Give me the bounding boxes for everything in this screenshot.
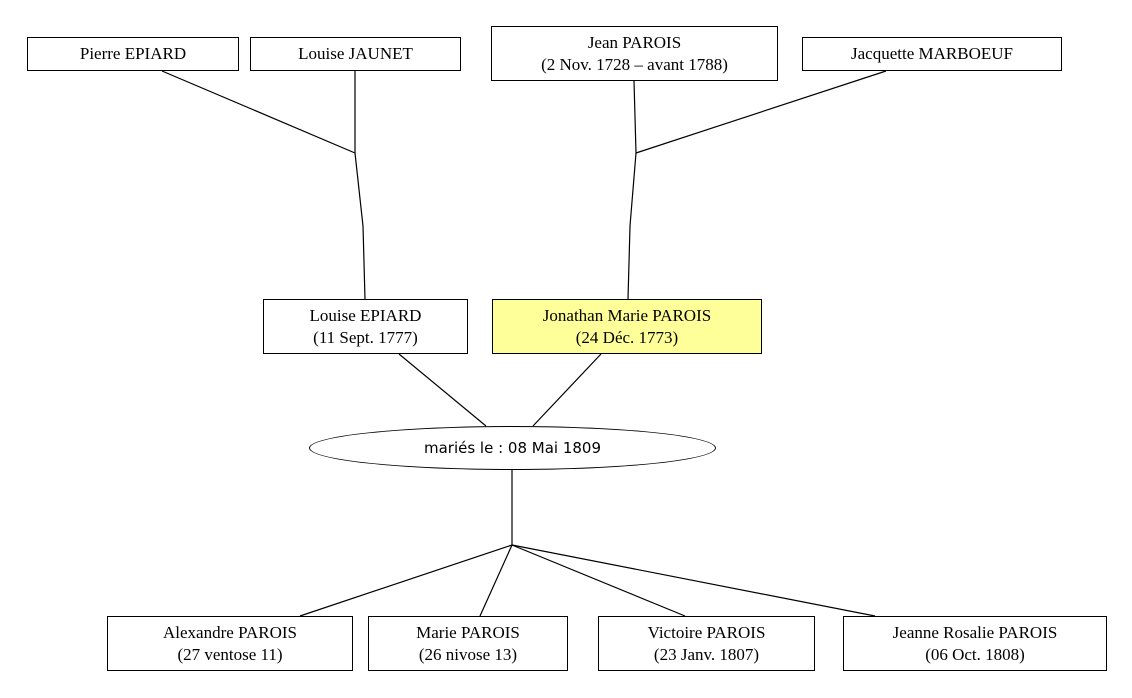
person-box-alexandre-parois: Alexandre PAROIS (27 ventose 11) [107, 616, 353, 671]
person-name: Louise EPIARD [309, 305, 422, 325]
person-box-jacquette-marboeuf: Jacquette MARBOEUF [802, 37, 1062, 71]
connector-jacquette-marboeuf [635, 70, 887, 154]
person-name: Jonathan Marie PAROIS [542, 305, 712, 325]
person-name: Alexandre PAROIS [163, 622, 297, 642]
person-name: Jean PAROIS [587, 32, 682, 52]
connector-marie [479, 544, 513, 617]
marriage-label: mariés le : 08 Mai 1809 [423, 439, 602, 457]
person-name: Louise JAUNET [298, 44, 413, 63]
person-box-marie-parois: Marie PAROIS (26 nivose 13) [368, 616, 568, 671]
connector-parois-union [627, 152, 637, 300]
person-name: Jacquette MARBOEUF [851, 44, 1013, 63]
person-box-pierre-epiard: Pierre EPIARD [27, 37, 239, 71]
connector-jonathan-marriage [532, 353, 602, 427]
marriage-ellipse: mariés le : 08 Mai 1809 [309, 426, 716, 470]
connector-jeanne [511, 544, 876, 617]
person-box-victoire-parois: Victoire PAROIS (23 Janv. 1807) [598, 616, 815, 671]
person-box-louise-jaunet: Louise JAUNET [250, 37, 461, 71]
connector-victoire [511, 544, 686, 617]
person-box-jean-parois: Jean PAROIS (2 Nov. 1728 – avant 1788) [491, 26, 778, 81]
connector-pierre-epiard [161, 70, 356, 154]
person-box-louise-epiard: Louise EPIARD (11 Sept. 1777) [263, 299, 468, 354]
person-box-jeanne-parois: Jeanne Rosalie PAROIS (06 Oct. 1808) [843, 616, 1107, 671]
person-name: Pierre EPIARD [79, 44, 187, 63]
connector-jean-parois [633, 80, 637, 154]
person-name: Marie PAROIS [416, 622, 520, 642]
person-dates: (24 Déc. 1773) [575, 327, 679, 347]
connector-louise-marriage [398, 353, 487, 427]
connector-epiard-union [354, 152, 366, 300]
person-dates: (26 nivose 13) [418, 644, 518, 664]
person-name: Jeanne Rosalie PAROIS [892, 622, 1058, 642]
person-box-jonathan-parois: Jonathan Marie PAROIS (24 Déc. 1773) [492, 299, 762, 354]
person-dates: (23 Janv. 1807) [653, 644, 760, 664]
connector-alexandre [299, 544, 513, 617]
person-dates: (06 Oct. 1808) [925, 644, 1025, 664]
person-name: Victoire PAROIS [647, 622, 766, 642]
person-dates: (11 Sept. 1777) [313, 327, 418, 347]
person-dates: (2 Nov. 1728 – avant 1788) [541, 54, 728, 74]
person-dates: (27 ventose 11) [177, 644, 283, 664]
